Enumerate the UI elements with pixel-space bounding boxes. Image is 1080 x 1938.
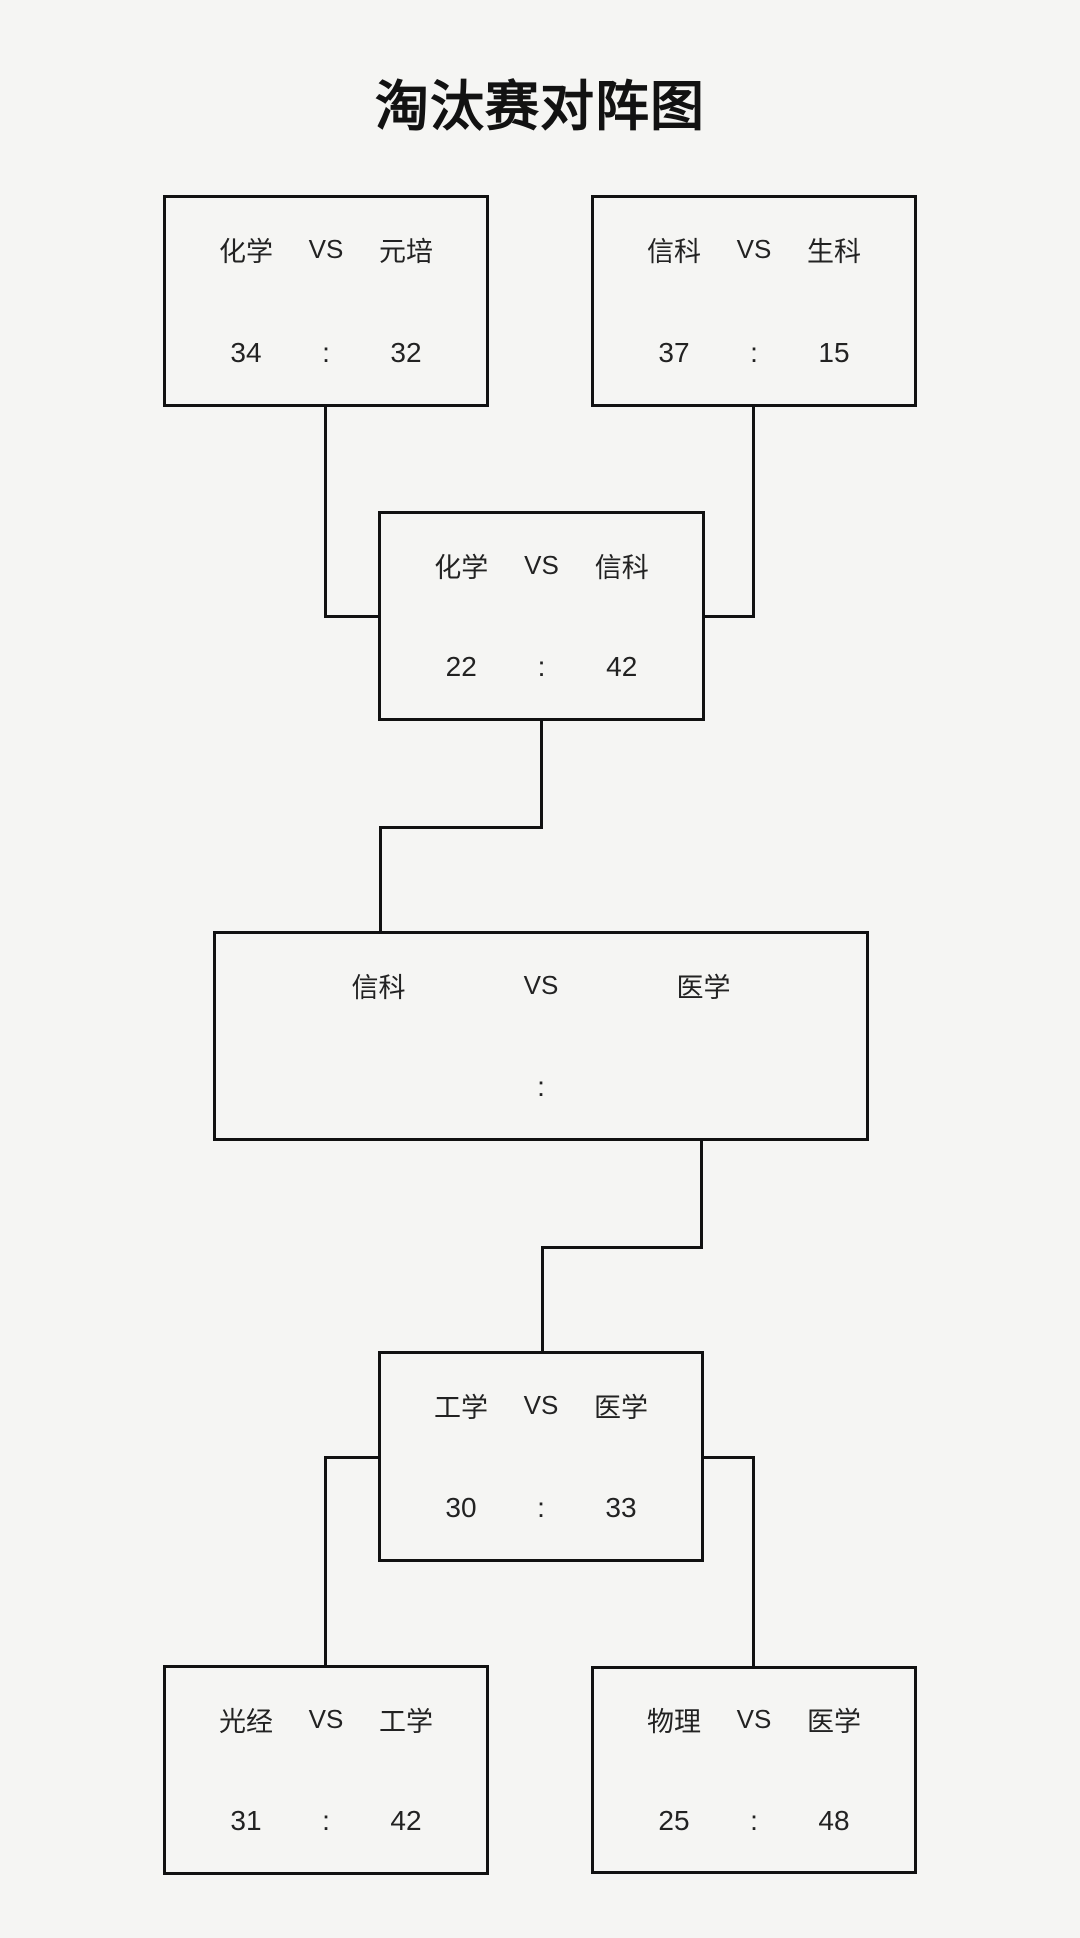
match-score-row: : bbox=[216, 1036, 866, 1138]
team-score: 31 bbox=[230, 1805, 262, 1836]
team-score: 42 bbox=[606, 651, 638, 682]
vs-label: VS bbox=[523, 1389, 559, 1420]
connector-to-final-down bbox=[379, 826, 382, 931]
team-name: 物理 bbox=[647, 1707, 701, 1737]
vs-label: VS bbox=[736, 234, 772, 264]
match-score-row: 34 : 32 bbox=[166, 301, 486, 404]
connector-r1-top-left-elbow bbox=[324, 615, 380, 618]
team-score: 30 bbox=[445, 1491, 477, 1523]
connector-to-semi-lower-down bbox=[541, 1246, 544, 1351]
team-name: 生科 bbox=[807, 237, 861, 267]
team-name: 医学 bbox=[676, 972, 731, 1003]
match-score-row: 25 : 48 bbox=[594, 1770, 914, 1871]
team-name: 医学 bbox=[594, 1392, 648, 1423]
score-separator: : bbox=[750, 1804, 758, 1836]
team-score: 15 bbox=[818, 336, 850, 368]
team-name: 信科 bbox=[351, 972, 406, 1003]
team-name: 化学 bbox=[434, 552, 489, 583]
score-separator: : bbox=[537, 1491, 545, 1523]
match-score-row: 22 : 42 bbox=[381, 616, 702, 718]
connector-semi-upper-jog bbox=[379, 826, 543, 829]
match-box-round1-top-left: 化学 VS 元培 34 : 32 bbox=[163, 195, 489, 407]
team-name: 化学 bbox=[219, 237, 273, 267]
match-teams-row: 化学 VS 元培 bbox=[166, 198, 486, 301]
team-score: 22 bbox=[445, 651, 477, 682]
vs-label: VS bbox=[308, 234, 344, 264]
match-teams-row: 工学 VS 医学 bbox=[381, 1354, 701, 1457]
team-score: 33 bbox=[605, 1491, 637, 1523]
score-separator: : bbox=[537, 1071, 545, 1102]
team-score: 48 bbox=[818, 1804, 850, 1836]
team-name: 信科 bbox=[594, 552, 649, 583]
team-name: 光经 bbox=[219, 1706, 273, 1737]
connector-r1-top-left-down bbox=[324, 407, 327, 618]
match-box-semifinal-upper: 化学 VS 信科 22 : 42 bbox=[378, 511, 705, 721]
connector-final-jog bbox=[541, 1246, 703, 1249]
match-box-semifinal-lower: 工学 VS 医学 30 : 33 bbox=[378, 1351, 704, 1562]
team-score: 32 bbox=[390, 336, 422, 368]
match-box-round1-top-right: 信科 VS 生科 37 : 15 bbox=[591, 195, 917, 407]
match-teams-row: 信科 VS 生科 bbox=[594, 198, 914, 301]
match-teams-row: 物理 VS 医学 bbox=[594, 1669, 914, 1770]
score-separator: : bbox=[750, 336, 758, 368]
team-name: 信科 bbox=[647, 237, 701, 267]
page-title: 淘汰赛对阵图 bbox=[375, 77, 705, 138]
connector-r1-bottom-left-elbow bbox=[324, 1456, 380, 1459]
match-box-final: 信科 VS 医学 : bbox=[213, 931, 869, 1141]
connector-semi-upper-down bbox=[540, 721, 543, 829]
team-name: 工学 bbox=[379, 1706, 433, 1737]
match-teams-row: 信科 VS 医学 bbox=[216, 934, 866, 1036]
connector-r1-bottom-left-up bbox=[324, 1456, 327, 1665]
score-separator: : bbox=[537, 651, 546, 682]
match-score-row: 30 : 33 bbox=[381, 1457, 701, 1560]
match-teams-row: 光经 VS 工学 bbox=[166, 1668, 486, 1770]
team-score: 34 bbox=[230, 336, 262, 368]
connector-r1-bottom-right-elbow bbox=[702, 1456, 755, 1459]
vs-label: VS bbox=[308, 1703, 344, 1734]
score-separator: : bbox=[322, 336, 330, 368]
team-name: 医学 bbox=[807, 1707, 861, 1737]
connector-r1-top-right-down bbox=[752, 407, 755, 618]
connector-r1-bottom-right-up bbox=[752, 1456, 755, 1666]
connector-final-down bbox=[700, 1141, 703, 1249]
match-box-round1-bottom-left: 光经 VS 工学 31 : 42 bbox=[163, 1665, 489, 1875]
team-name: 元培 bbox=[379, 237, 433, 267]
vs-label: VS bbox=[524, 549, 559, 580]
team-score: 37 bbox=[658, 336, 690, 368]
vs-label: VS bbox=[736, 1704, 772, 1734]
team-score: 42 bbox=[390, 1805, 422, 1836]
match-score-row: 37 : 15 bbox=[594, 301, 914, 404]
match-teams-row: 化学 VS 信科 bbox=[381, 514, 702, 616]
team-score: 25 bbox=[658, 1804, 690, 1836]
team-name: 工学 bbox=[434, 1392, 488, 1423]
connector-r1-top-right-elbow bbox=[703, 615, 755, 618]
vs-label: VS bbox=[523, 969, 559, 1000]
match-box-round1-bottom-right: 物理 VS 医学 25 : 48 bbox=[591, 1666, 917, 1874]
score-separator: : bbox=[322, 1805, 330, 1836]
match-score-row: 31 : 42 bbox=[166, 1770, 486, 1872]
